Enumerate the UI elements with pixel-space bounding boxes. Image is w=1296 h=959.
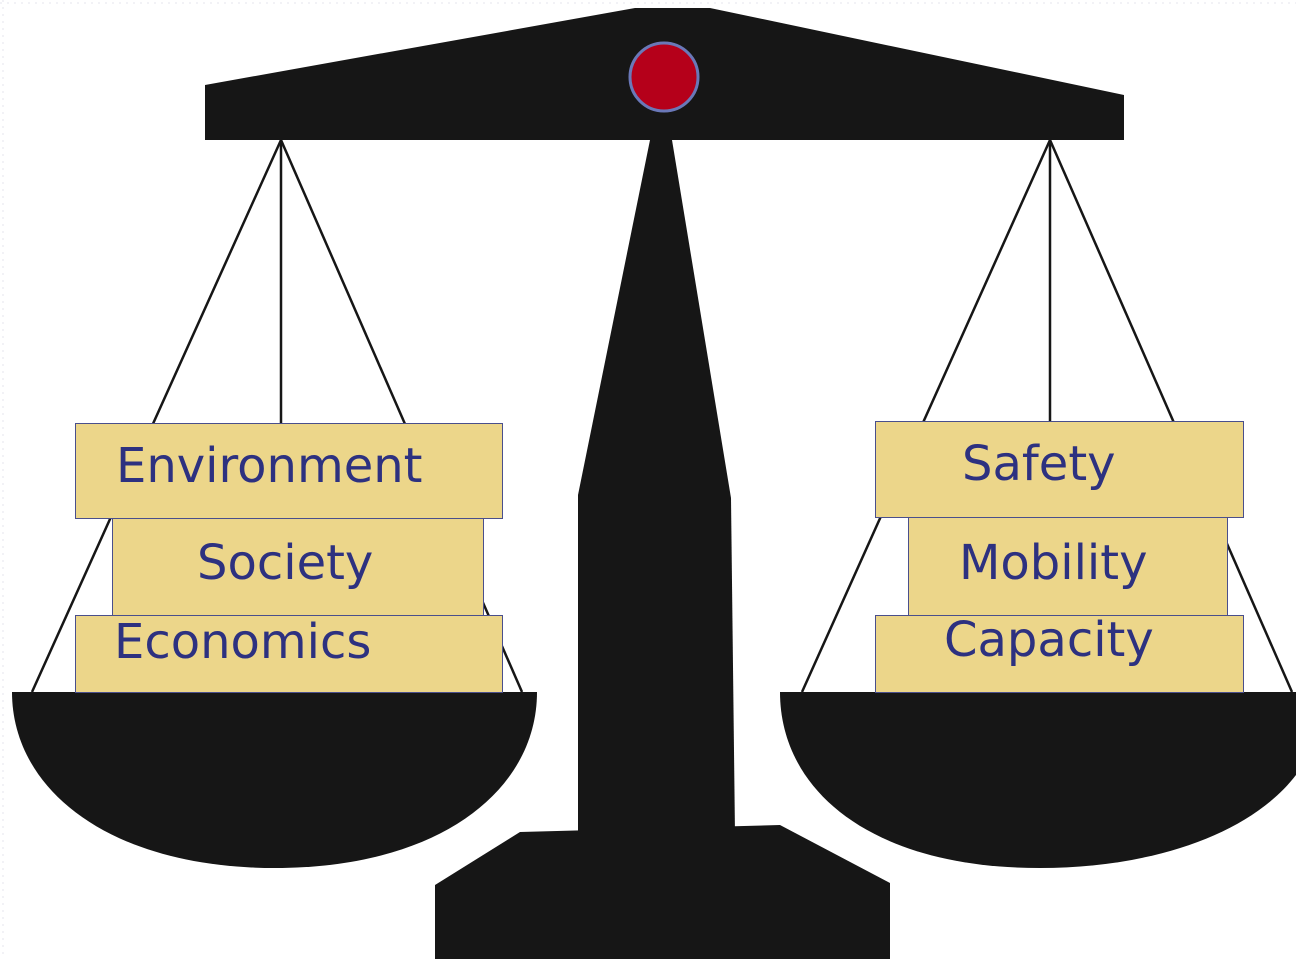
scale-post: [578, 140, 735, 835]
pivot-circle: [628, 41, 700, 113]
left-middle-box: Society: [112, 516, 484, 616]
right-middle-box: Mobility: [908, 516, 1228, 616]
environment-label: Environment: [116, 438, 423, 494]
society-label: Society: [197, 535, 374, 591]
right-bottom-box: Capacity: [875, 615, 1244, 693]
left-pan: [12, 692, 537, 868]
capacity-label: Capacity: [944, 612, 1154, 668]
economics-label: Economics: [114, 614, 372, 670]
right-top-box: Safety: [875, 421, 1244, 518]
mobility-label: Mobility: [959, 535, 1148, 591]
right-pan: [780, 692, 1296, 868]
scale-base: [435, 825, 890, 959]
left-bottom-box: Economics: [75, 615, 503, 693]
safety-label: Safety: [962, 436, 1116, 492]
left-top-box: Environment: [75, 423, 503, 519]
